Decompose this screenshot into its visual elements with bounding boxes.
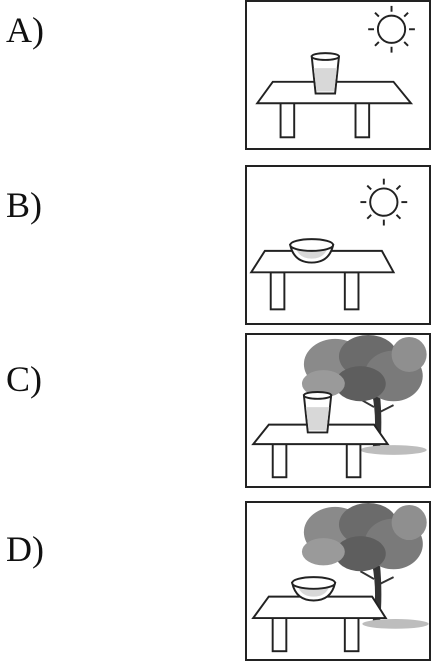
option-c[interactable]: C) — [0, 333, 438, 488]
sun-icon — [360, 178, 408, 226]
glass-of-water-icon — [302, 391, 333, 434]
option-a[interactable]: A) — [0, 0, 438, 150]
illustration-sun-bowl — [245, 165, 431, 325]
illustration-sun-glass — [245, 0, 431, 150]
bowl-of-water-icon — [289, 238, 335, 264]
option-b[interactable]: B) — [0, 165, 438, 325]
option-label-d: D) — [6, 529, 44, 569]
table-icon — [249, 249, 396, 311]
glass-of-water-icon — [310, 52, 341, 95]
sun-icon — [368, 5, 415, 53]
option-label-c: C) — [6, 359, 42, 399]
option-label-b: B) — [6, 185, 42, 225]
illustration-shade-bowl — [245, 501, 431, 661]
table-icon — [251, 595, 388, 653]
tree-icon — [301, 335, 427, 455]
table-icon — [251, 423, 390, 479]
option-label-a: A) — [6, 10, 44, 50]
illustration-shade-glass — [245, 333, 431, 488]
option-d[interactable]: D) — [0, 501, 438, 661]
tree-icon — [301, 503, 429, 629]
bowl-of-water-icon — [290, 576, 337, 602]
